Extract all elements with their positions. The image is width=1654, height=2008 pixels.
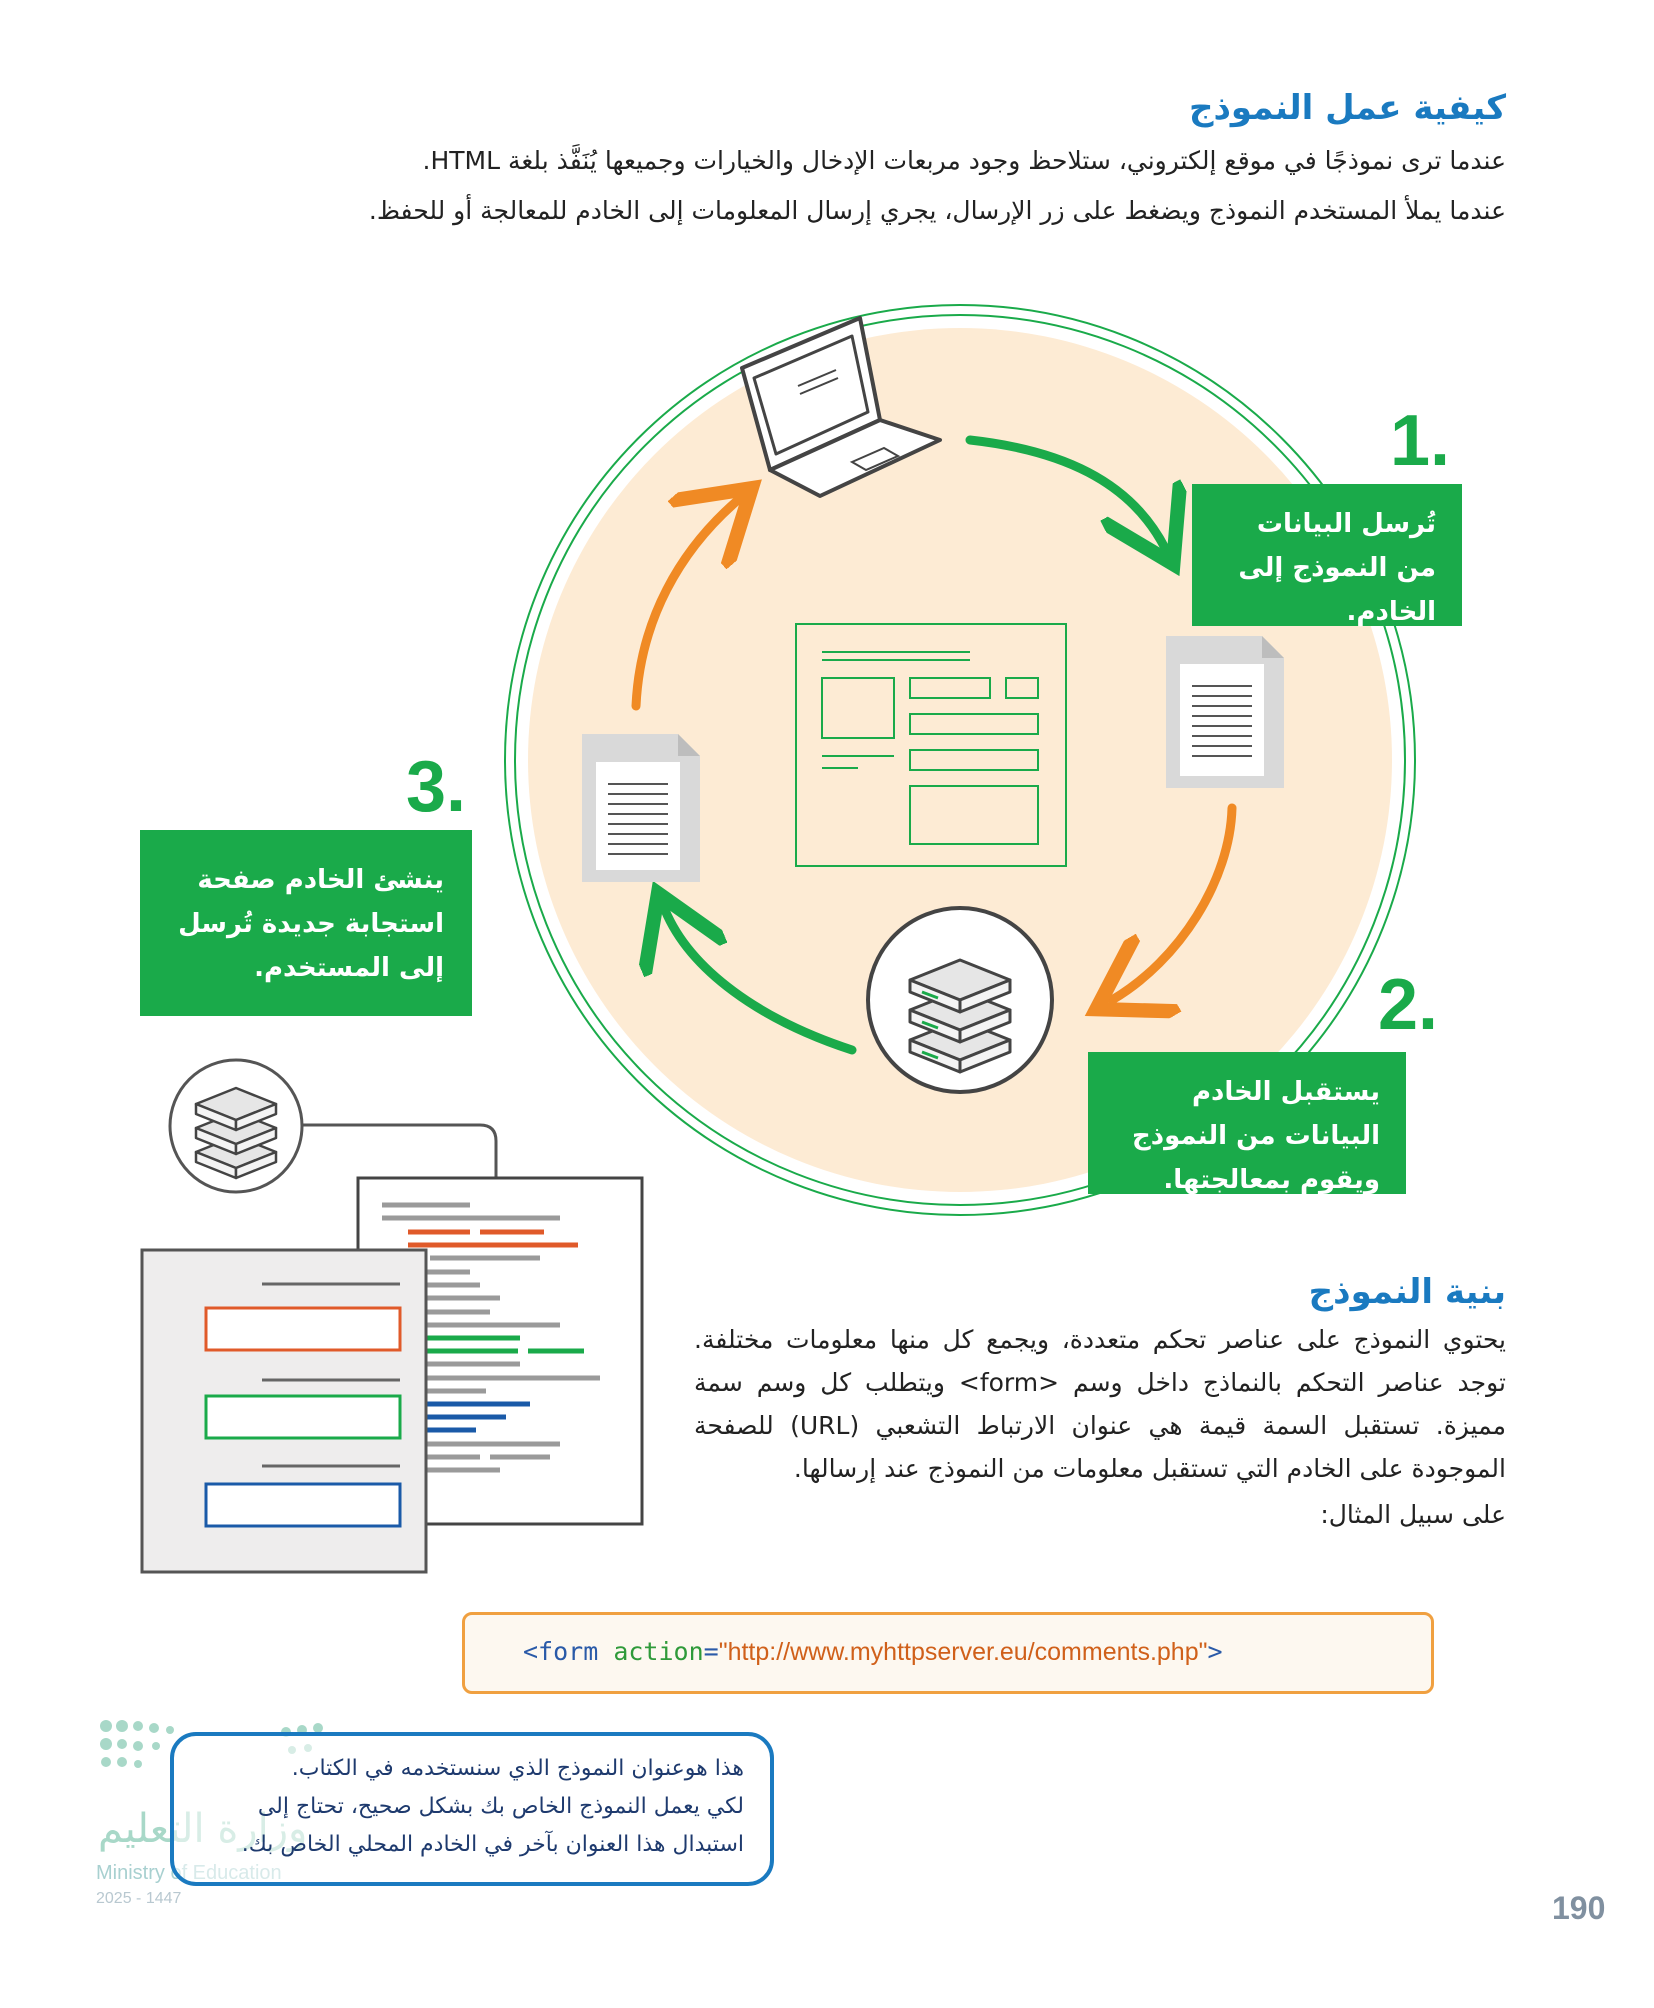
example-label: على سبيل المثال: (1320, 1500, 1506, 1529)
arrow-to-client-step3 (665, 910, 857, 1055)
ministry-logo-year: 2025 - 1447 (96, 1890, 182, 1907)
code-tag-close: > (1207, 1637, 1223, 1666)
step-number-1: 1. (1390, 401, 1451, 481)
section-title-how-form-works: كيفية عمل النموذج (1188, 88, 1506, 128)
arrow-to-laptop (631, 500, 738, 711)
intro-line-1: عندما ترى نموذجًا في موقع إلكتروني، ستلا… (422, 146, 1506, 175)
step-box-2: يستقبل الخادم البيانات من النموذج ويقوم … (1088, 1052, 1406, 1195)
code-tag-open: <form (523, 1637, 599, 1666)
page-number: 190 (1552, 1890, 1606, 1926)
code-eq: = (703, 1637, 719, 1666)
code-attr: action (613, 1637, 704, 1666)
url-note-callout: هذا هوعنوان النموذج الذي سنستخدمه في الك… (170, 1732, 774, 1886)
inner-ring (514, 314, 1406, 1206)
outer-ring (504, 304, 1416, 1216)
step-number-3: 3. (406, 747, 467, 827)
step-number-2: 2. (1378, 965, 1439, 1045)
form-structure-paragraph: يحتوي النموذج على عناصر تحكم متعددة، ويج… (694, 1325, 1506, 1483)
code-url: "http://www.myhttpserver.eu/comments.php… (718, 1638, 1208, 1666)
step-box-1: تُرسل البيانات من النموذج إلى الخادم. (1192, 484, 1462, 627)
code-example-box: <form action="http://www.myhttpserver.eu… (462, 1612, 1434, 1694)
note-line-2: لكي يعمل النموذج الخاص بك بشكل صحيح، تحت… (257, 1794, 744, 1819)
document-icon-right (1166, 636, 1284, 788)
intro-line-2: عندما يملأ المستخدم النموذج ويضغط على زر… (368, 196, 1506, 225)
section-title-form-structure: بنية النموذج (1308, 1272, 1506, 1312)
note-line-3: استبدال هذا العنوان بآخر في الخادم المحل… (241, 1832, 744, 1857)
arrow-to-server-step2 (1112, 803, 1237, 1000)
arrow-to-server-step1 (965, 435, 1165, 548)
form-cycle-diagram (140, 304, 1416, 1574)
code-line: <form action="http://www.myhttpserver.eu… (523, 1637, 1223, 1667)
server-icon (866, 906, 1054, 1094)
form-field-green (204, 1394, 402, 1440)
laptop-icon (740, 316, 942, 498)
web-form-icon (795, 623, 1067, 867)
form-field-orange (204, 1306, 402, 1352)
connector-line (300, 1123, 498, 1180)
note-line-1: هذا هوعنوان النموذج الذي سنستخدمه في الك… (291, 1756, 744, 1781)
form-code-illustration (140, 1058, 644, 1574)
form-field-blue (204, 1482, 402, 1528)
step-box-3: ينشئ الخادم صفحة استجابة جديدة تُرسل إلى… (140, 830, 472, 1016)
document-icon-left (582, 734, 700, 882)
